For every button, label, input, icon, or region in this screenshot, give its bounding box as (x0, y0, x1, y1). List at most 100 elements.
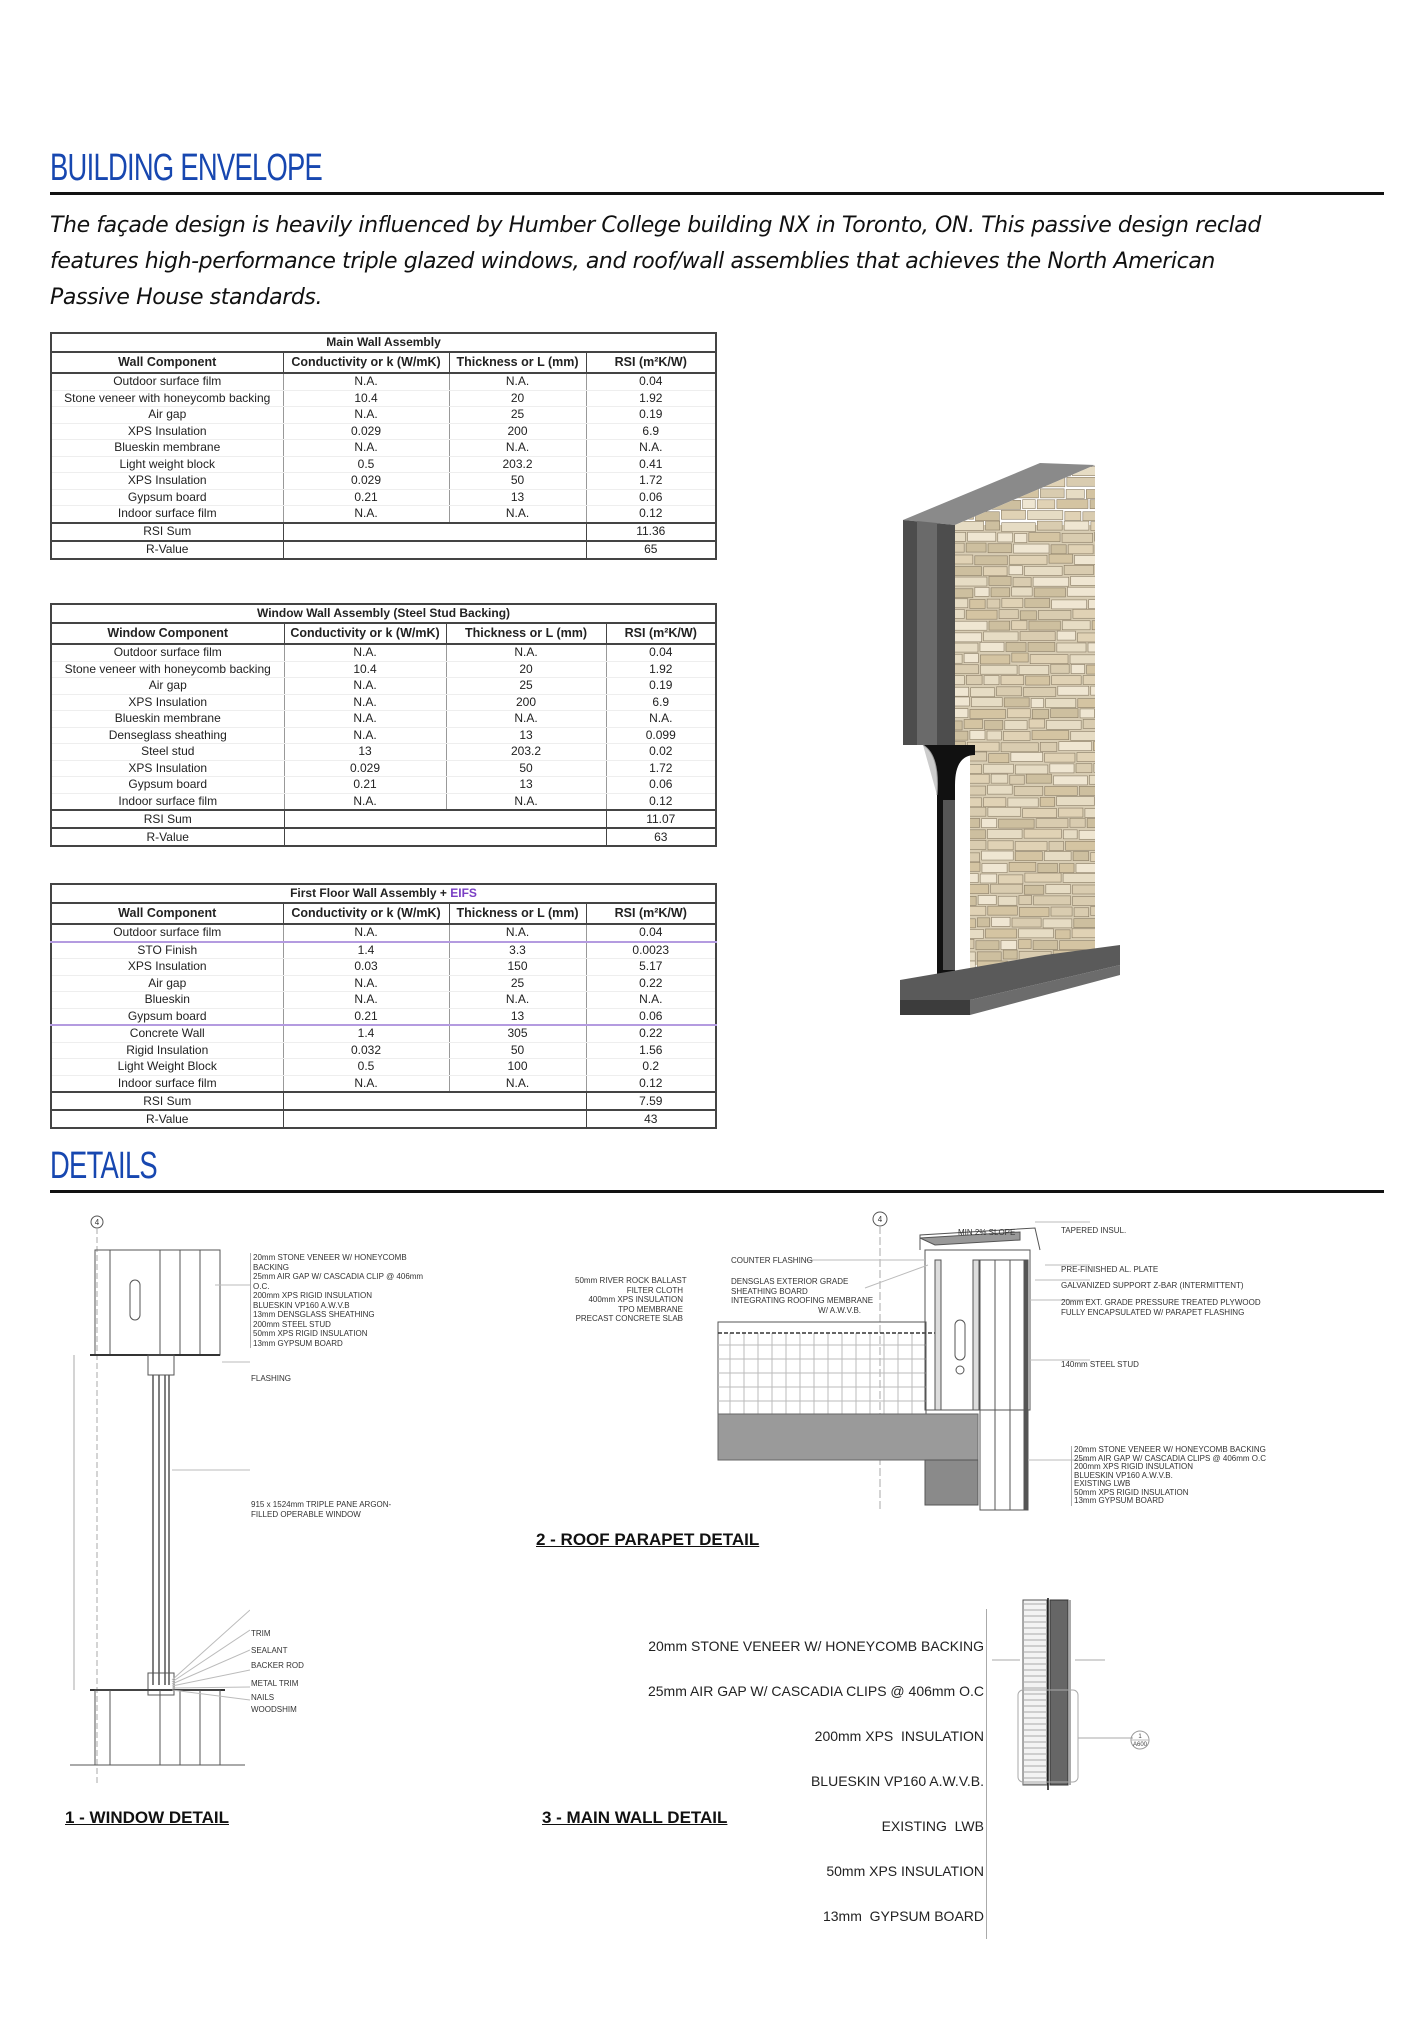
stone (955, 521, 984, 531)
stone (1066, 476, 1095, 487)
table-cell: 0.04 (585, 373, 717, 391)
stone (1028, 620, 1061, 631)
stone (1042, 918, 1073, 929)
stone (1004, 720, 1028, 730)
stone (1078, 786, 1095, 796)
window-head-frame (147, 1354, 175, 1376)
stone (1024, 598, 1050, 608)
concrete-slab (717, 1413, 979, 1461)
table-title-text: Main Wall Assembly (326, 335, 441, 349)
table-cell: Stone veneer with honeycomb backing (51, 661, 284, 678)
stone (1038, 610, 1072, 620)
stone (1022, 499, 1036, 509)
stone (1028, 718, 1045, 729)
stone (1093, 741, 1095, 751)
stone (955, 576, 988, 587)
table-cell: 6.9 (585, 423, 717, 440)
stone (1074, 555, 1095, 565)
annotation: PRECAST CONCRETE SLAB (575, 1314, 683, 1323)
stone (963, 829, 986, 840)
table-cell: 0.12 (585, 1075, 717, 1093)
stone (1001, 509, 1026, 520)
annotation-trim: TRIM (251, 1629, 271, 1638)
stone (955, 720, 963, 731)
table-cell: 10.4 (282, 390, 449, 407)
table-cell: Light weight block (51, 456, 283, 473)
stone (1035, 818, 1069, 829)
summary-blank (282, 1109, 586, 1129)
stone (1063, 520, 1090, 531)
stone (998, 609, 1019, 620)
stone (1023, 687, 1057, 697)
details-heading: DETAILS (50, 1145, 158, 1187)
stone (1046, 720, 1082, 730)
annotation-backer-rod: BACKER ROD (251, 1661, 304, 1670)
stone (988, 753, 1010, 763)
table-cell: 0.06 (585, 1008, 717, 1026)
stone (955, 642, 979, 653)
table-cell: 0.5 (282, 1058, 449, 1076)
column-header: Thickness or L (mm) (448, 903, 586, 925)
stone (967, 531, 997, 542)
table-cell: 13 (283, 743, 446, 761)
stone (1040, 488, 1065, 499)
stone (1018, 895, 1032, 905)
stone (988, 576, 1012, 586)
assembly-table: Window Wall Assembly (Steel Stud Backing… (50, 603, 718, 847)
stone (955, 675, 965, 686)
wall-base-sill (900, 945, 1120, 1000)
stone (974, 587, 990, 597)
stone (1018, 928, 1054, 939)
stone (1086, 489, 1095, 499)
stone (1061, 532, 1093, 543)
annotation: EXISTING LWB (881, 1818, 984, 1834)
window-glass (943, 800, 955, 970)
table-cell: 150 (448, 958, 586, 976)
stone (1090, 521, 1095, 531)
summary-label: RSI Sum (51, 809, 284, 829)
stone (1032, 576, 1070, 587)
table-cell: Rigid Insulation (51, 1042, 283, 1059)
stone (983, 797, 1007, 808)
roof-insulation (717, 1321, 927, 1415)
stone (1013, 456, 1036, 465)
stone (1084, 808, 1095, 818)
stone (1019, 631, 1056, 641)
intro-paragraph: The façade design is heavily influenced … (50, 208, 1370, 316)
stone (1000, 675, 1025, 685)
table-cell: 50 (445, 760, 606, 777)
stone (1051, 675, 1082, 686)
stone (1025, 773, 1052, 784)
stone (1015, 764, 1049, 775)
stone (1033, 1006, 1071, 1015)
stone (963, 719, 983, 729)
stone (1086, 664, 1095, 675)
table-cell: Outdoor surface film (51, 644, 284, 662)
table-cell: STO Finish (51, 941, 283, 959)
stone (955, 696, 970, 707)
table-cell: N.A. (448, 505, 586, 523)
stone (996, 465, 1012, 467)
annotation: 13mm GYPSUM BOARD (1074, 1496, 1164, 1505)
stone (955, 664, 979, 675)
table-cell: 25 (448, 975, 586, 992)
summary-label: RSI Sum (51, 521, 283, 541)
stone (1067, 544, 1094, 555)
table-cell: Outdoor surface film (51, 924, 283, 943)
table-cell: 0.22 (585, 975, 717, 992)
stone (1051, 993, 1067, 995)
stone (1051, 599, 1087, 610)
stone (1048, 841, 1064, 851)
stone (1069, 817, 1086, 828)
table-cell: N.A. (585, 439, 717, 457)
summary-blank (283, 809, 606, 829)
building-envelope-heading: BUILDING ENVELOPE (50, 147, 323, 189)
stone (1063, 565, 1095, 575)
stone (1091, 620, 1095, 631)
